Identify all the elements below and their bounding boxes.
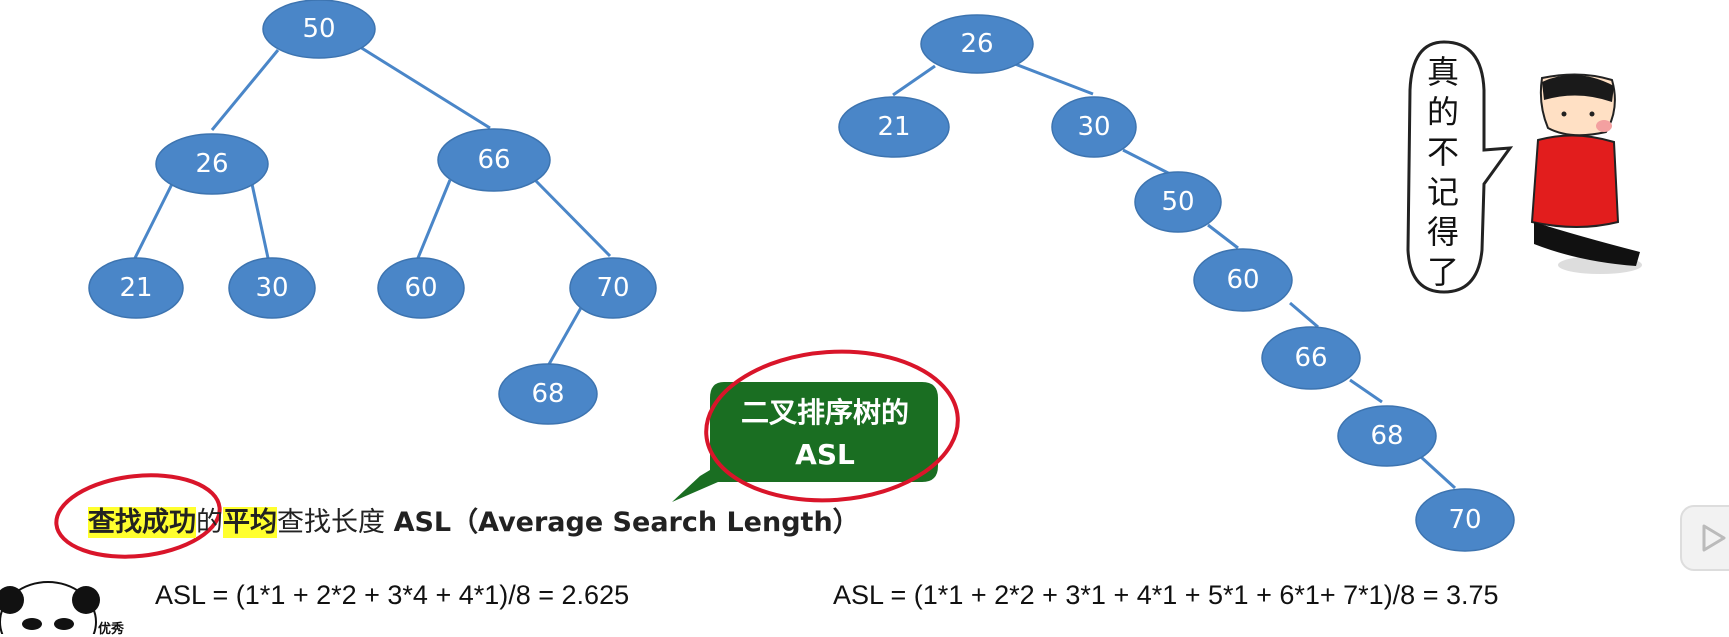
formula-right: ASL = (1*1 + 2*2 + 3*1 + 4*1 + 5*1 + 6*1…: [833, 580, 1499, 610]
svg-text:50: 50: [1161, 187, 1194, 217]
tree-node: 30: [1051, 96, 1137, 158]
svg-text:66: 66: [1294, 343, 1327, 373]
edge-50-60-chain: [1207, 223, 1239, 250]
circle-mark: [54, 473, 222, 559]
svg-text:21: 21: [119, 273, 152, 303]
highlight-average: 平均: [223, 507, 277, 538]
svg-text:26: 26: [195, 149, 228, 179]
callout-bubble: [672, 349, 960, 503]
edge-70-68: [546, 305, 584, 367]
caption-de: 的: [196, 507, 223, 538]
tree-node: 60: [1193, 248, 1293, 312]
edge-26-30-chain: [1014, 62, 1094, 96]
svg-text:68: 68: [531, 379, 564, 409]
tree-node: 21: [88, 257, 184, 319]
caption-length: 查找长度: [277, 507, 394, 538]
tree-balanced-nodes: 50 26 66 21 30 60 70 68: [88, 0, 657, 425]
tree-balanced-edges: [133, 45, 612, 367]
tree-chain-nodes: 26 21 30 50 60 66 68 70: [838, 14, 1515, 552]
highlight-success: 查找成功: [88, 507, 196, 538]
edge-68-70-chain: [1419, 455, 1457, 490]
speech-bubble: [1406, 40, 1514, 294]
svg-text:66: 66: [477, 145, 510, 175]
edge-26-30: [250, 183, 270, 259]
tree-node: 26: [155, 133, 269, 195]
edge-50-26: [210, 49, 280, 131]
edge-50-66: [359, 45, 491, 130]
speech-char: 真: [1426, 53, 1459, 91]
tree-node: 70: [569, 257, 657, 319]
speech-text: 真 的 不 记 得 了: [1418, 52, 1468, 292]
formula-left: ASL = (1*1 + 2*2 + 3*4 + 4*1)/8 = 2.625: [155, 580, 630, 610]
callout-line-2: ASL: [795, 438, 855, 471]
speech-char: 了: [1426, 253, 1459, 291]
edge-66-60: [416, 179, 452, 259]
asl-caption: 查找成功的平均查找长度 ASL（Average Search Length）: [88, 500, 860, 539]
svg-text:70: 70: [1448, 505, 1481, 535]
tree-node: 68: [1337, 405, 1437, 467]
svg-text:30: 30: [1077, 112, 1110, 142]
speech-char: 不: [1426, 133, 1459, 171]
svg-text:70: 70: [596, 273, 629, 303]
panda-meme: [0, 581, 100, 634]
tree-node: 68: [498, 363, 598, 425]
svg-text:21: 21: [877, 112, 910, 142]
edge-26-21-chain: [892, 64, 936, 97]
meme-character: [1530, 73, 1642, 274]
edge-66-68-chain: [1349, 378, 1383, 404]
tree-node: 21: [838, 96, 950, 158]
caption-asl-term: ASL（Average Search Length）: [393, 507, 860, 538]
svg-text:60: 60: [404, 273, 437, 303]
tree-node: 60: [377, 257, 465, 319]
tree-node: 70: [1415, 488, 1515, 552]
panda-caption: 优秀: [98, 622, 125, 637]
play-icon: [1702, 524, 1726, 552]
edge-66-70: [533, 178, 612, 258]
edge-26-21: [133, 183, 174, 259]
speech-char: 得: [1426, 213, 1459, 251]
tree-node: 66: [437, 128, 551, 192]
tree-node: 50: [1134, 171, 1222, 233]
svg-text:60: 60: [1226, 265, 1259, 295]
tree-node: 26: [920, 14, 1034, 74]
callout-line-1: 二叉排序树的: [740, 396, 909, 429]
svg-text:50: 50: [302, 14, 335, 44]
play-button[interactable]: [1680, 505, 1729, 571]
svg-text:68: 68: [1370, 421, 1403, 451]
tree-node: 50: [262, 0, 376, 59]
edge-60-66-chain: [1289, 301, 1319, 329]
speech-char: 记: [1426, 173, 1459, 211]
svg-text:30: 30: [255, 273, 288, 303]
tree-node: 66: [1261, 326, 1361, 390]
svg-text:26: 26: [960, 29, 993, 59]
speech-char: 的: [1426, 93, 1459, 131]
tree-node: 30: [228, 257, 316, 319]
callout-text: 二叉排序树的 ASL: [712, 392, 938, 476]
